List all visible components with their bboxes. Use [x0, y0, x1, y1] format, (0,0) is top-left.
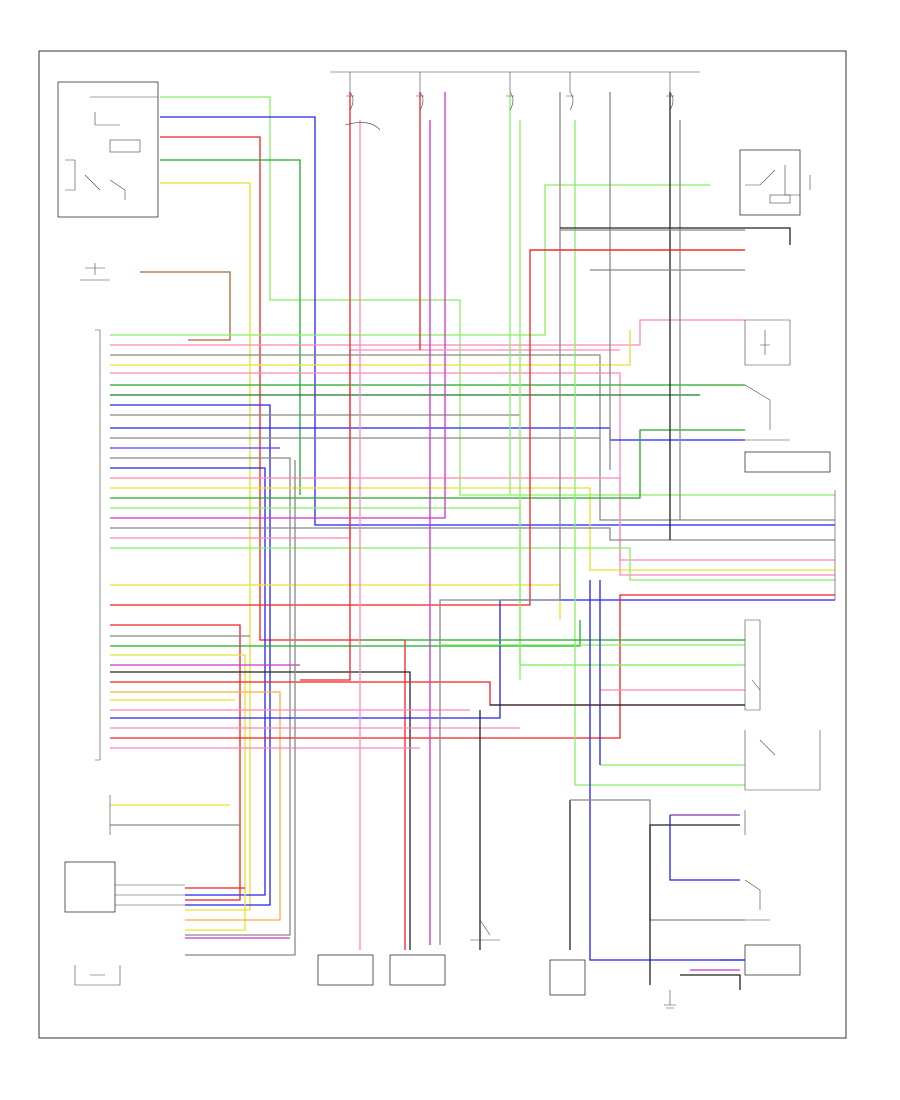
fuse-top-4 [566, 72, 574, 111]
fuse-top-2 [416, 72, 424, 111]
right-connector-4 [744, 730, 821, 791]
relay-right-top [739, 149, 811, 216]
right-connector-3 [744, 619, 761, 711]
bottom-left-relay [74, 965, 121, 986]
main-module [95, 329, 101, 761]
fuse-top-1 [346, 72, 354, 111]
center-bottom-switch [470, 919, 500, 941]
fuse-top-3 [506, 72, 514, 111]
ground-symbol-right [664, 990, 676, 1009]
left-small-relay [80, 263, 110, 281]
heater-relay [57, 81, 159, 218]
bottom-box-3 [744, 944, 801, 976]
wires [110, 92, 835, 990]
bottom-box-1 [64, 861, 185, 913]
switch-right-2 [744, 384, 790, 441]
bottom-box-2 [317, 954, 374, 986]
top-fuses [330, 71, 700, 131]
center-right-component [549, 959, 586, 996]
bottom-box-center [389, 954, 446, 986]
diagram-frame [38, 50, 847, 1039]
fuse-top-5 [666, 72, 674, 111]
switch-right-1 [744, 319, 791, 366]
right-box [744, 451, 831, 473]
right-connector-5 [744, 810, 770, 921]
